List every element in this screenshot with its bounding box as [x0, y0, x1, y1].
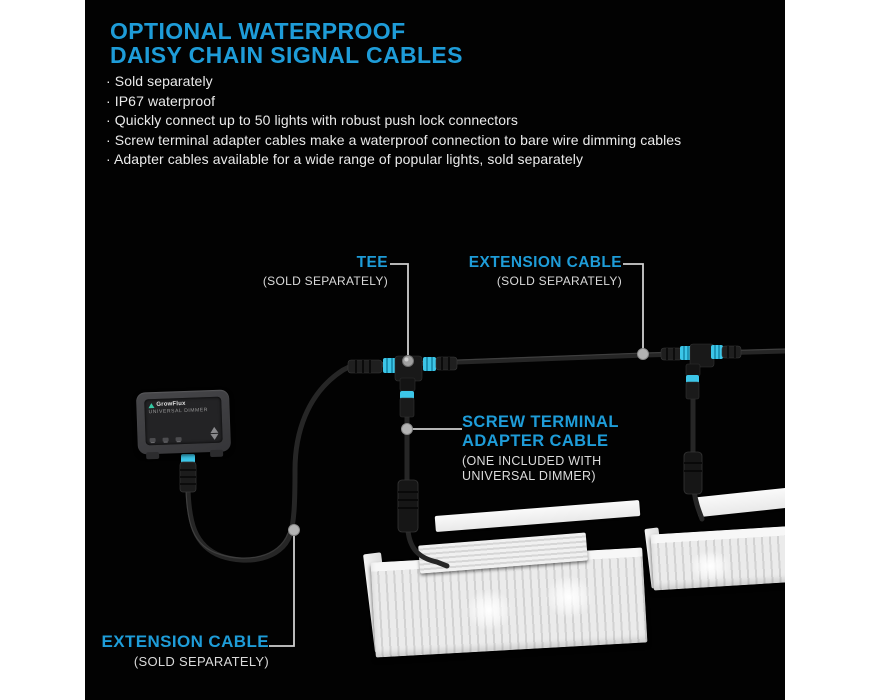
dimmer-mount-tab — [146, 451, 160, 460]
dimmer-button — [162, 437, 169, 442]
callout-extension-cable-bottom: EXTENSION CABLE (SOLD SEPARATELY) — [101, 632, 269, 669]
callout-screw-subtitle-line1: (ONE INCLUDED WITH — [462, 454, 602, 468]
cyan-connector-band — [181, 454, 195, 463]
dimmer-mount-tab — [209, 449, 224, 458]
extension-cable-from-dimmer — [185, 363, 354, 563]
dimmer-button — [175, 437, 182, 442]
product-photo-canvas: OPTIONAL WATERPROOF DAISY CHAIN SIGNAL C… — [85, 0, 785, 700]
dimmer-faceplate: GrowFlux UNIVERSAL DIMMER — [144, 396, 223, 446]
callout-screw-title-line1: SCREW TERMINAL — [462, 413, 619, 431]
up-arrow-icon — [210, 426, 219, 434]
callout-lines — [269, 263, 644, 647]
down-arrow-icon — [210, 433, 219, 441]
callout-screw-terminal: SCREW TERMINAL ADAPTER CABLE (ONE INCLUD… — [462, 413, 619, 484]
dimmer-brand: GrowFlux — [156, 400, 186, 408]
screw-terminal-housing — [397, 479, 419, 533]
callout-extension-top-title: EXTENSION CABLE — [468, 254, 622, 271]
page-title: OPTIONAL WATERPROOF DAISY CHAIN SIGNAL C… — [110, 18, 463, 68]
callout-dots — [288, 348, 649, 536]
led-light-fixture-right — [644, 478, 785, 593]
page-title-line1: OPTIONAL WATERPROOF — [110, 18, 406, 44]
callout-tee-title: TEE — [356, 254, 388, 271]
screw-terminal-adapter-cable-lower — [405, 528, 450, 569]
cyan-connector-band — [680, 346, 692, 360]
extension-top-callout-line — [623, 263, 644, 349]
cable-diagram — [179, 263, 785, 647]
screw-terminal-adapter-connector — [397, 391, 419, 533]
universal-dimmer-device: GrowFlux UNIVERSAL DIMMER — [135, 389, 232, 460]
tee-top-screw — [402, 355, 414, 367]
drop-cable-right-lower — [691, 488, 705, 522]
cyan-connector-band — [400, 391, 414, 399]
bullet-item: · Adapter cables available for a wide ra… — [106, 151, 584, 167]
callout-screw-subtitle-line2: UNIVERSAL DIMMER) — [462, 469, 596, 483]
feature-bullet-list: · Sold separately · IP67 waterproof · Qu… — [106, 72, 776, 170]
led-glow — [688, 550, 732, 582]
callout-tee: TEE (SOLD SEPARATELY) — [263, 254, 388, 288]
tee-connector-2 — [660, 343, 742, 495]
dimmer-output-connector — [179, 454, 197, 493]
extension-bottom-callout-line — [269, 536, 295, 647]
cyan-connector-band — [686, 375, 699, 383]
bullet-item: · IP67 waterproof — [106, 92, 216, 109]
cyan-connector-band — [383, 358, 396, 373]
led-light-fixture-center — [363, 499, 649, 658]
callout-extension-top-subtitle: (SOLD SEPARATELY) — [496, 274, 622, 288]
tee-callout-line — [390, 263, 409, 355]
callout-extension-bottom-subtitle: (SOLD SEPARATELY) — [133, 654, 269, 669]
dimmer-model-label: UNIVERSAL DIMMER — [148, 407, 209, 416]
dimmer-buttons — [149, 437, 182, 443]
bullet-item: · Sold separately — [106, 73, 213, 89]
led-glow — [465, 589, 513, 631]
extension-top-dot — [637, 348, 649, 360]
growflux-logo-icon — [148, 402, 155, 408]
callout-extension-cable-top: EXTENSION CABLE (SOLD SEPARATELY) — [469, 254, 622, 288]
dimmer-button — [149, 437, 156, 443]
callout-tee-subtitle: (SOLD SEPARATELY) — [262, 274, 388, 288]
tee-connector-1 — [347, 355, 458, 392]
callout-screw-title-line2: ADAPTER CABLE — [462, 432, 609, 450]
extension-bottom-dot — [288, 524, 300, 536]
screw-terminal-dot — [401, 423, 413, 435]
bullet-item: · Quickly connect up to 50 lights with r… — [106, 112, 519, 128]
cyan-connector-band — [711, 345, 723, 359]
page-title-line2: DAISY CHAIN SIGNAL CABLES — [110, 41, 463, 68]
cyan-connector-band — [423, 357, 436, 371]
callout-extension-bottom-title: EXTENSION CABLE — [101, 632, 269, 651]
bullet-item: · Screw terminal adapter cables make a w… — [106, 131, 682, 148]
inline-connector-housing — [683, 451, 703, 495]
led-glow — [545, 575, 593, 619]
